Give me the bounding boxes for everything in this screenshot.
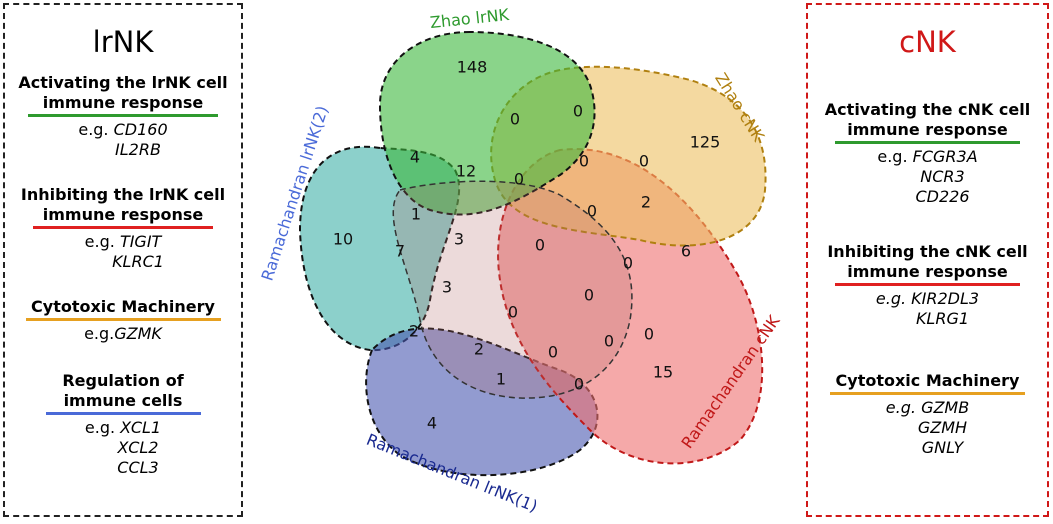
region-count: 0 bbox=[584, 286, 594, 305]
set-region-core bbox=[392, 180, 633, 399]
section-heading: immune response bbox=[42, 205, 204, 224]
example-prefix: e.g. bbox=[84, 324, 115, 343]
region-count: 125 bbox=[690, 133, 721, 152]
section-heading: Inhibiting the lrNK cell bbox=[20, 185, 226, 204]
section-activating: Activating the lrNK cell immune response… bbox=[5, 73, 241, 160]
region-count: 0 bbox=[639, 152, 649, 171]
gene-example: KLRC1 bbox=[112, 252, 164, 271]
gene-example: CD160 bbox=[113, 120, 168, 139]
example-prefix: e.g. bbox=[84, 232, 115, 251]
section-underline bbox=[835, 141, 1020, 144]
gene-example: KIR2DL3 bbox=[911, 289, 980, 308]
region-count: 3 bbox=[454, 230, 464, 249]
example-prefix: e.g. bbox=[78, 120, 109, 139]
region-count: 0 bbox=[644, 325, 654, 344]
section-heading: immune cells bbox=[63, 391, 183, 410]
region-count: 2 bbox=[409, 322, 419, 341]
region-count: 0 bbox=[535, 236, 545, 255]
section-underline bbox=[45, 412, 201, 415]
section-underline bbox=[33, 226, 213, 229]
section-underline bbox=[28, 114, 218, 117]
section-underline bbox=[830, 392, 1025, 395]
region-count: 0 bbox=[508, 303, 518, 322]
gene-example: TIGIT bbox=[119, 232, 162, 251]
section-heading: Cytotoxic Machinery bbox=[835, 371, 1020, 390]
region-count: 15 bbox=[653, 363, 673, 382]
section-heading: immune response bbox=[847, 262, 1008, 281]
region-count: 148 bbox=[457, 58, 488, 77]
region-count: 3 bbox=[442, 278, 452, 297]
gene-example: IL2RB bbox=[115, 140, 161, 159]
gene-example: GNLY bbox=[921, 438, 964, 457]
section-heading: Regulation of bbox=[62, 371, 184, 390]
region-count: 4 bbox=[427, 414, 437, 433]
gene-example: KLRG1 bbox=[915, 309, 970, 328]
section-heading: Inhibiting the cNK cell bbox=[827, 242, 1028, 261]
lrnk-panel: lrNK Activating the lrNK cell immune res… bbox=[3, 3, 243, 517]
cnk-panel: cNK Activating the cNK cell immune respo… bbox=[806, 3, 1049, 517]
region-count: 12 bbox=[456, 162, 476, 181]
gene-example: XCL2 bbox=[117, 438, 159, 457]
section-underline bbox=[25, 318, 221, 321]
gene-example: NCR3 bbox=[920, 167, 965, 186]
section-heading: immune response bbox=[847, 120, 1008, 139]
region-count: 0 bbox=[548, 343, 558, 362]
example-prefix: e.g. bbox=[84, 418, 116, 437]
region-count: 0 bbox=[604, 332, 614, 351]
section-heading: immune response bbox=[42, 93, 204, 112]
region-count: 1 bbox=[411, 205, 421, 224]
example-prefix: e.g. bbox=[877, 147, 908, 166]
region-count: 0 bbox=[587, 202, 597, 221]
region-count: 0 bbox=[623, 254, 633, 273]
section-cytotoxic: Cytotoxic Machinery e.g.GZMK bbox=[5, 297, 241, 344]
region-count: 2 bbox=[641, 193, 651, 212]
section-cytotoxic: Cytotoxic Machinery e.g. GZMB GZMH GNLY bbox=[808, 371, 1047, 458]
region-count: 6 bbox=[681, 242, 691, 261]
gene-example: GZMK bbox=[114, 324, 162, 343]
section-activating: Activating the cNK cell immune response … bbox=[808, 100, 1047, 207]
section-heading: Cytotoxic Machinery bbox=[31, 297, 215, 316]
region-count: 0 bbox=[510, 110, 520, 129]
region-count: 0 bbox=[573, 102, 583, 121]
example-prefix: e.g. bbox=[875, 289, 907, 308]
gene-example: GZMB bbox=[921, 398, 970, 417]
region-count: 4 bbox=[410, 148, 420, 167]
set-region-zhao-lrnk bbox=[378, 30, 596, 216]
section-regulation: Regulation of immune cells e.g. XCL1 XCL… bbox=[5, 371, 241, 478]
region-count: 7 bbox=[395, 242, 405, 261]
gene-example: GZMH bbox=[917, 418, 968, 437]
region-count: 0 bbox=[579, 152, 589, 171]
section-heading: Activating the lrNK cell bbox=[18, 73, 228, 92]
gene-example: CCL3 bbox=[117, 458, 159, 477]
region-count: 0 bbox=[514, 170, 524, 189]
section-inhibiting: Inhibiting the cNK cell immune response … bbox=[808, 242, 1047, 329]
region-count: 0 bbox=[574, 375, 584, 394]
section-underline bbox=[835, 283, 1020, 286]
example-prefix: e.g. bbox=[885, 398, 916, 417]
set-label-zhao-lrnk: Zhao lrNK bbox=[429, 5, 510, 32]
section-heading: Activating the cNK cell bbox=[824, 100, 1031, 119]
panel-title: lrNK bbox=[92, 25, 154, 59]
gene-example: CD226 bbox=[915, 187, 970, 206]
region-count: 2 bbox=[474, 340, 484, 359]
gene-example: XCL1 bbox=[120, 418, 162, 437]
region-count: 1 bbox=[496, 370, 506, 389]
region-count: 10 bbox=[333, 230, 353, 249]
panel-title: cNK bbox=[899, 25, 956, 59]
section-inhibiting: Inhibiting the lrNK cell immune response… bbox=[5, 185, 241, 272]
gene-example: FCGR3A bbox=[912, 147, 978, 166]
